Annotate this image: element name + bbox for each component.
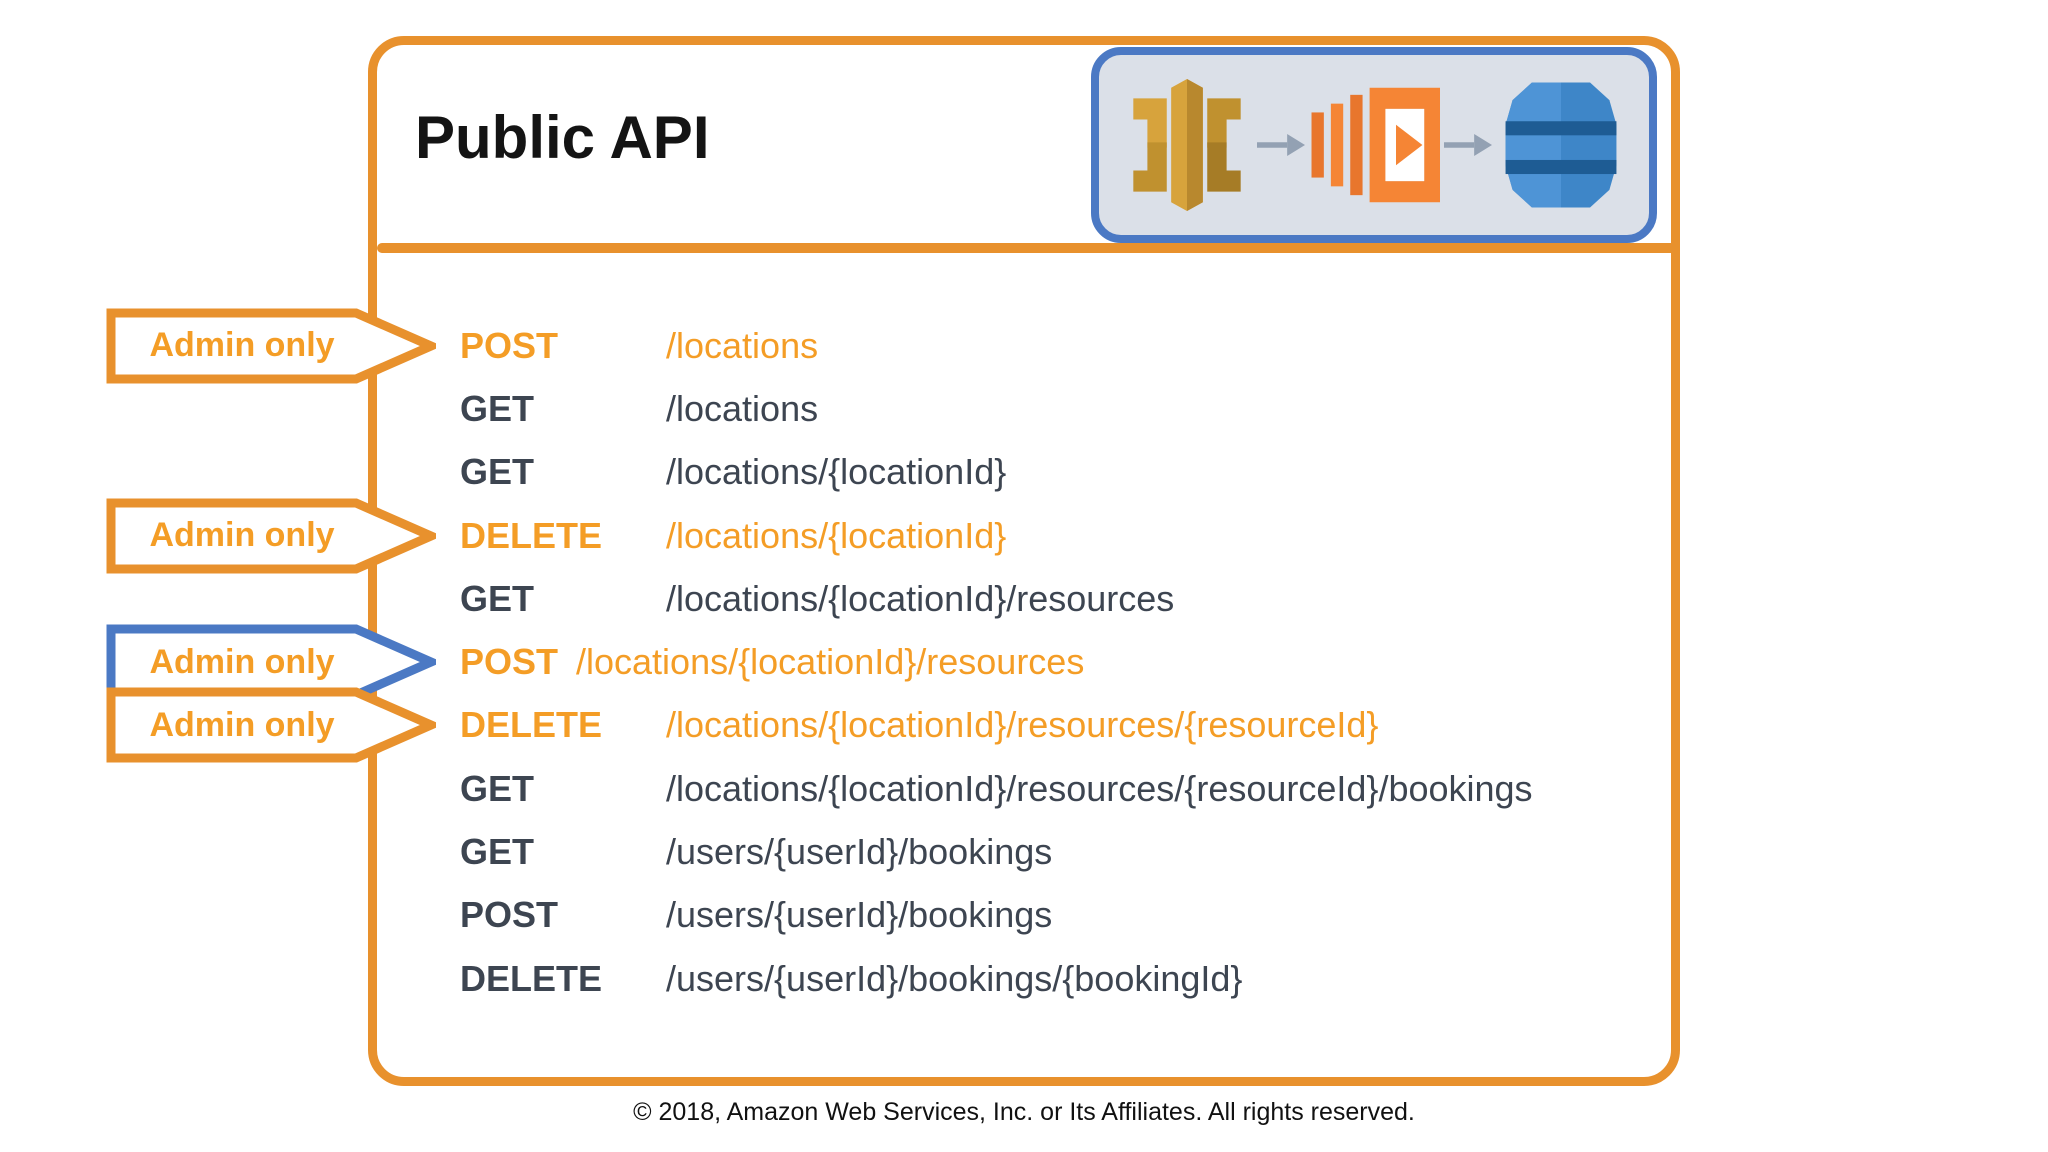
endpoint-row: GET/locations/{locationId}/resources [460,567,1720,630]
flow-arrow-icon [1256,134,1305,156]
endpoint-row: GET/users/{userId}/bookings [460,820,1720,883]
http-method: DELETE [460,957,603,999]
endpoint-path: /locations [666,387,819,429]
endpoint-path: /locations/{locationId}/resources/{resou… [666,704,1379,746]
admin-only-tag: Admin only [106,687,436,763]
tag-arrow-shape [106,308,436,384]
http-method: GET [460,387,535,429]
page-title: Public API [415,104,710,171]
admin-only-tag: Admin only [106,308,436,384]
endpoint-path: /users/{userId}/bookings [666,894,1053,936]
http-method: DELETE [460,704,603,746]
tag-arrow-shape [106,624,436,700]
flow-arrow-icon [1443,134,1492,156]
endpoint-path: /locations/{locationId}/resources [666,577,1175,619]
endpoint-path: /locations/{locationId} [666,514,1007,556]
http-method: POST [460,324,559,366]
admin-only-tag: Admin only [106,498,436,574]
lambda-icon [1311,87,1440,203]
endpoint-row: DELETE/locations/{locationId} [460,504,1720,567]
http-method: POST [460,641,559,683]
endpoint-row: GET/locations [460,377,1720,440]
http-method: GET [460,767,535,809]
endpoint-row: POST/locations [460,314,1720,377]
endpoint-row: GET/locations/{locationId}/resources/{re… [460,757,1720,820]
http-method: GET [460,831,535,873]
endpoint-path: /users/{userId}/bookings [666,831,1053,873]
endpoint-row: GET/locations/{locationId} [460,441,1720,504]
aws-service-flow-panel [1091,47,1657,243]
endpoint-row: POST/users/{userId}/bookings [460,884,1720,947]
http-method: DELETE [460,514,603,556]
tag-arrow-shape [106,687,436,763]
tag-arrow-shape [106,498,436,574]
admin-only-label: Admin only [149,326,335,365]
admin-only-label: Admin only [149,642,335,681]
endpoint-path: /locations/{locationId}/resources [576,641,1085,683]
endpoint-row: DELETE/users/{userId}/bookings/{bookingI… [460,947,1720,1010]
endpoint-path: /locations/{locationId} [666,451,1007,493]
admin-only-label: Admin only [149,705,335,744]
admin-only-tag: Admin only [106,624,436,700]
copyright-footer: © 2018, Amazon Web Services, Inc. or Its… [633,1098,1415,1126]
endpoint-row: DELETE/locations/{locationId}/resources/… [460,694,1720,757]
endpoint-path: /locations/{locationId}/resources/{resou… [666,767,1533,809]
http-method: GET [460,451,535,493]
dynamodb-icon [1505,82,1617,208]
api-gateway-icon [1133,79,1241,211]
admin-only-label: Admin only [149,516,335,555]
http-method: POST [460,894,559,936]
endpoint-path: /locations [666,324,819,366]
endpoint-path: /users/{userId}/bookings/{bookingId} [666,957,1243,999]
http-method: GET [460,577,535,619]
public-api-box: Public API [368,36,1680,1086]
endpoint-row: POST/locations/{locationId}/resources [460,630,1720,693]
header-divider [377,243,1671,253]
